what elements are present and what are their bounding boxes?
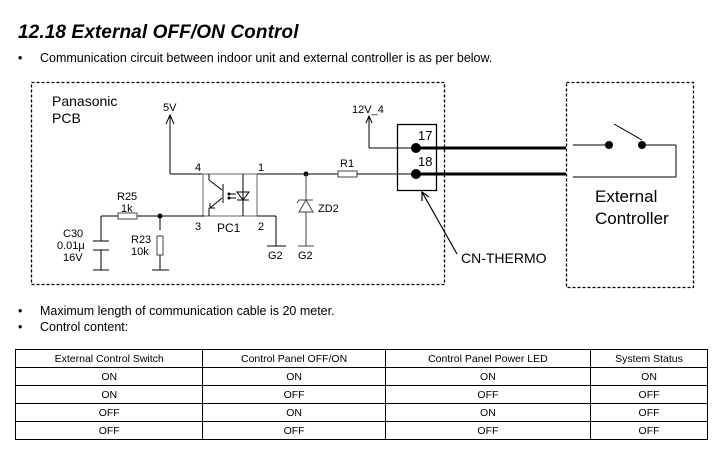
bullet-icon: • <box>18 320 23 334</box>
table-cell: ON <box>384 403 592 422</box>
table-cell: OFF <box>202 421 386 440</box>
pin-1-label: 1 <box>258 162 264 174</box>
capacitor-label: C30 <box>63 228 83 240</box>
connector-pointer-arrow <box>421 190 458 255</box>
column-header: External Control Switch <box>14 349 204 368</box>
bullet-icon: • <box>18 51 23 65</box>
pin-4-label: 4 <box>195 162 201 174</box>
resistor-r1-label: R1 <box>340 158 354 170</box>
table-cell: ON <box>202 367 386 386</box>
zener-zd2 <box>296 174 314 247</box>
table-cell: ON <box>14 367 204 386</box>
column-header: Control Panel Power LED <box>384 349 592 368</box>
table-cell: OFF <box>384 385 592 404</box>
table-row: ON OFF OFF OFF <box>14 385 708 404</box>
pin-3-label: 3 <box>195 221 201 233</box>
external-controller-label-2: Controller <box>595 209 669 228</box>
connector-cn-thermo <box>396 123 438 192</box>
table-cell: OFF <box>590 385 708 404</box>
optocoupler-pc1 <box>202 173 258 217</box>
table-row: ON ON ON ON <box>14 367 708 386</box>
table-header-row: External Control Switch Control Panel OF… <box>14 349 708 368</box>
pcb-label-2: PCB <box>52 110 81 126</box>
table-cell: ON <box>590 367 708 386</box>
bullet-icon: • <box>18 304 23 318</box>
resistor-r23-value: 10k <box>131 246 149 258</box>
bullet-text: Communication circuit between indoor uni… <box>40 51 493 65</box>
resistor-r23-label: R23 <box>131 234 151 246</box>
ground-label: G2 <box>268 250 283 262</box>
bullet-item: • Maximum length of communication cable i… <box>18 304 335 318</box>
circuit-diagram: Panasonic PCB 5V 4 1 3 2 PC1 <box>30 81 695 289</box>
table-row: OFF ON ON OFF <box>14 403 708 422</box>
switch-contact-dot <box>638 141 646 149</box>
pcb-boundary-box <box>30 81 446 286</box>
resistor-r25-label: R25 <box>117 191 137 203</box>
column-header: Control Panel OFF/ON <box>202 349 386 368</box>
bullet-item: • Control content: <box>18 320 128 334</box>
resistor-r1 <box>337 170 358 178</box>
table-cell: ON <box>202 403 386 422</box>
table-row: OFF OFF OFF OFF <box>14 421 708 440</box>
control-content-table: External Control Switch Control Panel OF… <box>14 349 708 440</box>
table-cell: ON <box>384 367 592 386</box>
external-switch <box>573 123 677 178</box>
capacitor-value: 0.01μ <box>57 240 85 252</box>
supply-5v-label: 5V <box>163 102 177 114</box>
connector-pin-17: 17 <box>418 128 432 143</box>
supply-5v-arrow <box>165 113 204 175</box>
column-header: System Status <box>590 349 708 368</box>
connector-label: CN-THERMO <box>461 250 547 266</box>
external-controller-box <box>565 81 695 289</box>
table-cell: OFF <box>14 421 204 440</box>
supply-12v-label: 12V_4 <box>352 104 384 116</box>
resistor-r23 <box>156 235 164 256</box>
bullet-text: Maximum length of communication cable is… <box>40 304 335 318</box>
junction-dot <box>157 213 163 219</box>
zener-label: ZD2 <box>318 203 339 215</box>
switch-contact-dot <box>605 141 613 149</box>
table-cell: OFF <box>590 403 708 422</box>
table-cell: OFF <box>202 385 386 404</box>
ground-label: G2 <box>298 250 313 262</box>
external-controller-label: External <box>595 187 657 206</box>
resistor-r25 <box>117 212 138 220</box>
capacitor-voltage: 16V <box>63 252 83 264</box>
resistor-r25-value: 1k <box>121 203 133 215</box>
pin-2-label: 2 <box>258 221 264 233</box>
connector-pin-18: 18 <box>418 154 432 169</box>
table-cell: OFF <box>384 421 592 440</box>
optocoupler-label: PC1 <box>217 221 241 235</box>
bullet-text: Control content: <box>40 320 129 334</box>
section-title: 12.18 External OFF/ON Control <box>18 22 299 43</box>
table-cell: ON <box>14 385 204 404</box>
table-cell: OFF <box>14 403 204 422</box>
bullet-item: • Communication circuit between indoor un… <box>18 51 492 65</box>
table-cell: OFF <box>590 421 708 440</box>
pcb-label: Panasonic <box>52 93 117 109</box>
